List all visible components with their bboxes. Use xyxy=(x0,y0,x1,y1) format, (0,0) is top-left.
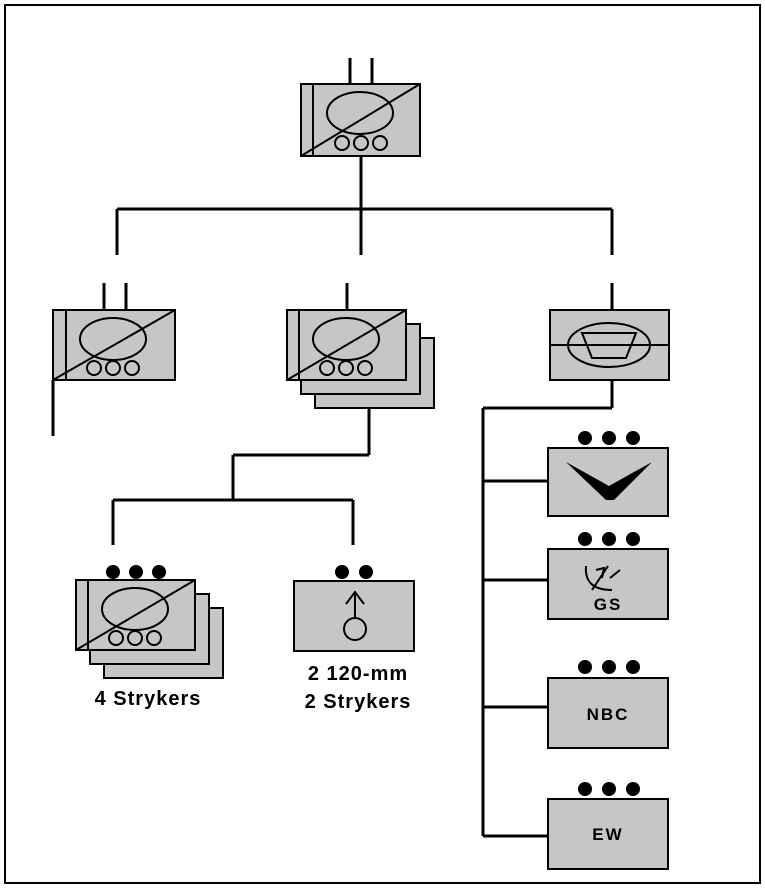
middle-stacked-unit-symbol xyxy=(286,283,435,409)
ground-surveillance-label: GS xyxy=(594,595,623,614)
mortar-section-label-line1: 2 120-mm xyxy=(308,663,408,685)
nbc-team-label: NBC xyxy=(587,705,630,724)
chevron-unit-symbol xyxy=(547,431,669,517)
mortar-section-label-line2: 2 Strykers xyxy=(305,691,412,713)
right-hq-unit-symbol xyxy=(549,283,670,381)
top-unit-symbol xyxy=(300,58,421,157)
infantry-squads-symbol xyxy=(75,565,224,679)
infantry-squads-label: 4 Strykers xyxy=(95,688,202,710)
left-unit-symbol xyxy=(52,283,176,381)
connector-lines xyxy=(51,156,614,838)
ew-team-symbol xyxy=(547,782,669,870)
nbc-team-symbol xyxy=(547,660,669,749)
mortar-section-symbol xyxy=(293,565,415,652)
ground-surveillance-symbol xyxy=(547,532,669,620)
ew-team-label: EW xyxy=(592,825,623,844)
